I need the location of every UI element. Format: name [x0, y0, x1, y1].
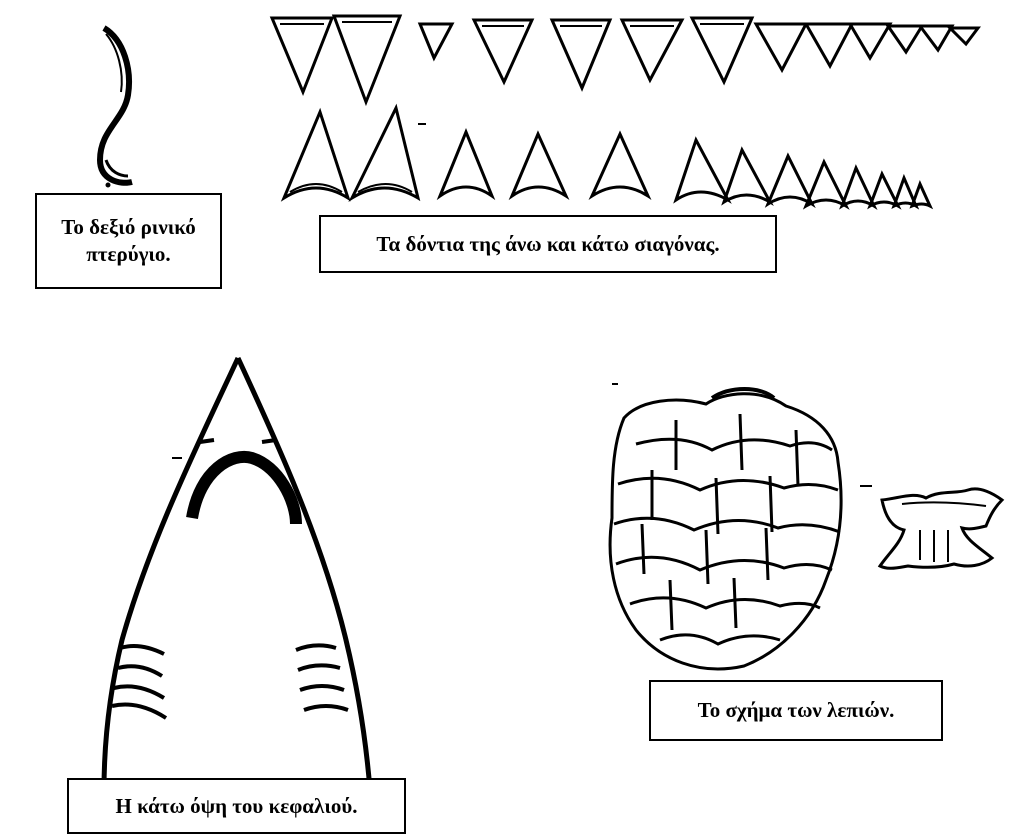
scales-label: Το σχήμα των λεπιών.: [649, 680, 943, 741]
nasal-fin-label-line1: Το δεξιό ρινικό: [61, 214, 196, 241]
scales-cluster-illustration: [610, 384, 841, 669]
scales-label-text: Το σχήμα των λεπιών.: [698, 697, 895, 724]
head-label-text: Η κάτω όψη του κεφαλιού.: [115, 793, 357, 820]
teeth-label: Τα δόντια της άνω και κάτω σιαγόνας.: [319, 215, 777, 273]
teeth-label-text: Τα δόντια της άνω και κάτω σιαγόνας.: [376, 231, 719, 258]
nasal-fin-label: Το δεξιό ρινικό πτερύγιο.: [35, 193, 222, 289]
lower-jaw-teeth-illustration: [284, 108, 930, 206]
nasal-fin-label-line2: πτερύγιο.: [86, 241, 170, 268]
nasal-fin-illustration: [100, 28, 132, 187]
upper-jaw-teeth-illustration: [272, 16, 978, 102]
shark-head-underside-illustration: [104, 358, 370, 790]
single-scale-illustration: [860, 486, 1002, 568]
head-label: Η κάτω όψη του κεφαλιού.: [67, 778, 406, 834]
